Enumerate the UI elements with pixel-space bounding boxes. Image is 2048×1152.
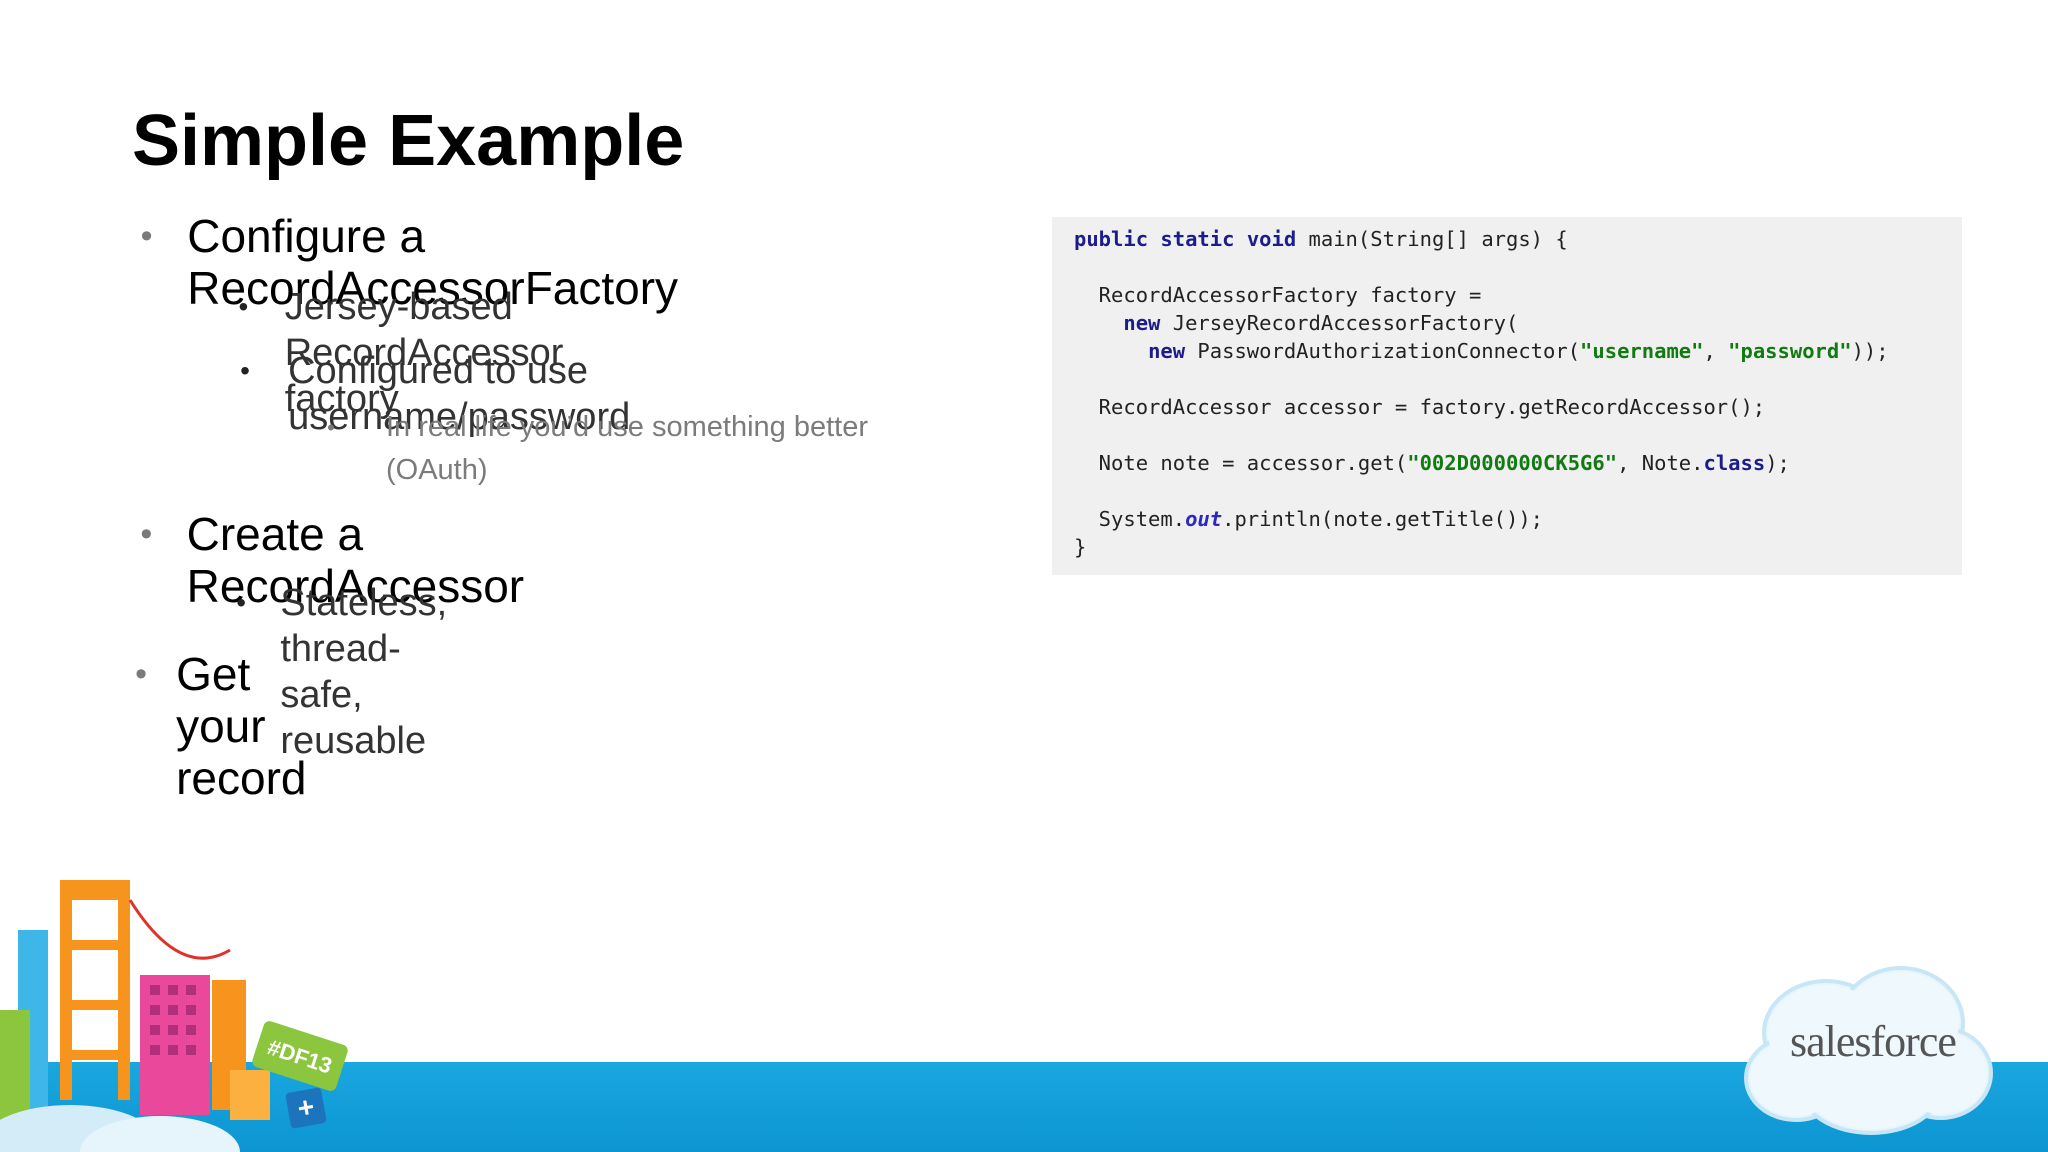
bridge-tower (60, 880, 130, 1100)
code-keyword: public (1074, 227, 1149, 251)
bullet-text: In real life you’d use something better … (386, 406, 946, 492)
code-keyword: static (1160, 227, 1235, 251)
bullet-text-line-2: (OAuth) (386, 454, 488, 486)
bullet-get-record: • Get your record (0, 648, 336, 804)
bullet-stateless: • Stateless, thread-safe, reusable (0, 580, 473, 764)
code-line-5: RecordAccessor accessor = factory.getRec… (1074, 395, 1766, 419)
code-text: System. (1074, 507, 1186, 531)
bullet-dot: • (140, 515, 153, 553)
bullet-text: Configured to use username/password (288, 350, 631, 438)
bullet-dot: • (140, 217, 153, 255)
code-line-3: new JerseyRecordAccessorFactory( (1074, 309, 1940, 337)
bullet-create-accessor: • Create a RecordAccessor (0, 508, 543, 612)
slide-title: Simple Example (132, 101, 685, 181)
bullet-text: Configure a RecordAccessorFactory (187, 210, 679, 314)
code-text: , (1703, 339, 1729, 363)
bullet-dot: • (327, 415, 335, 440)
bullet-configure-factory: • Configure a RecordAccessorFactory (0, 210, 697, 314)
code-line-4: new PasswordAuthorizationConnector("user… (1074, 337, 1940, 365)
code-text: PasswordAuthorizationConnector( (1185, 339, 1581, 363)
salesforce-cloud-logo (1744, 966, 1993, 1135)
df13-badge: #DF13 (252, 1021, 348, 1091)
bullet-dot: • (236, 587, 247, 618)
code-line-1: public static void main(String[] args) { (1074, 225, 1940, 253)
bullet-dot: • (135, 655, 147, 693)
bullet-username-password: • Configured to use username/password (0, 348, 648, 440)
bullet-real-life: • In real life you’d use something bette… (0, 406, 946, 492)
bullet-text-line-1: In real life you’d use something better (386, 411, 868, 443)
code-text: )); (1851, 339, 1889, 363)
bullet-text: Get your record (176, 648, 307, 804)
code-line-7: System.out.println(note.getTitle()); (1074, 505, 1940, 533)
code-string: "002D000000CK5G6" (1407, 451, 1618, 475)
plus-icon: + (295, 1091, 316, 1124)
code-line-2: RecordAccessorFactory factory = (1074, 283, 1482, 307)
code-text: .println(note.getTitle()); (1222, 507, 1544, 531)
code-blank-line (1074, 421, 1940, 449)
building-yellow (230, 1070, 270, 1120)
bullet-text: Stateless, thread-safe, reusable (280, 582, 448, 762)
code-field: out (1185, 507, 1223, 531)
code-string: "password" (1728, 339, 1852, 363)
code-snippet: public static void main(String[] args) {… (1052, 217, 1962, 575)
code-blank-line (1074, 477, 1940, 505)
dreamforce-city-illustration: #DF13 + (0, 880, 348, 1152)
code-text: ); (1765, 451, 1790, 475)
code-text: main(String[] args) { (1296, 227, 1568, 251)
code-text: JerseyRecordAccessorFactory( (1160, 311, 1519, 335)
bullet-dot: • (238, 291, 249, 322)
code-blank-line (1074, 253, 1940, 281)
code-line-6: Note note = accessor.get("002D000000CK5G… (1074, 449, 1940, 477)
bullet-text: Jersey-based RecordAccessor factory (284, 286, 564, 420)
salesforce-logo-text: salesforce (1790, 1017, 1957, 1066)
code-keyword: new (1123, 311, 1161, 335)
code-keyword: void (1246, 227, 1297, 251)
bullet-text: Create a RecordAccessor (186, 508, 525, 612)
code-keyword: new (1148, 339, 1186, 363)
code-blank-line (1074, 365, 1940, 393)
bullet-dot: • (240, 355, 250, 386)
code-string: "username" (1580, 339, 1704, 363)
code-keyword: class (1703, 451, 1766, 475)
plus-badge: + (285, 1087, 327, 1129)
building-green (0, 1010, 30, 1120)
code-text: Note note = accessor.get( (1074, 451, 1408, 475)
code-text: , Note. (1617, 451, 1704, 475)
bullet-jersey-factory: • Jersey-based RecordAccessor factory (0, 284, 585, 422)
code-line-8: } (1074, 535, 1087, 559)
bottom-band (0, 1062, 2048, 1152)
